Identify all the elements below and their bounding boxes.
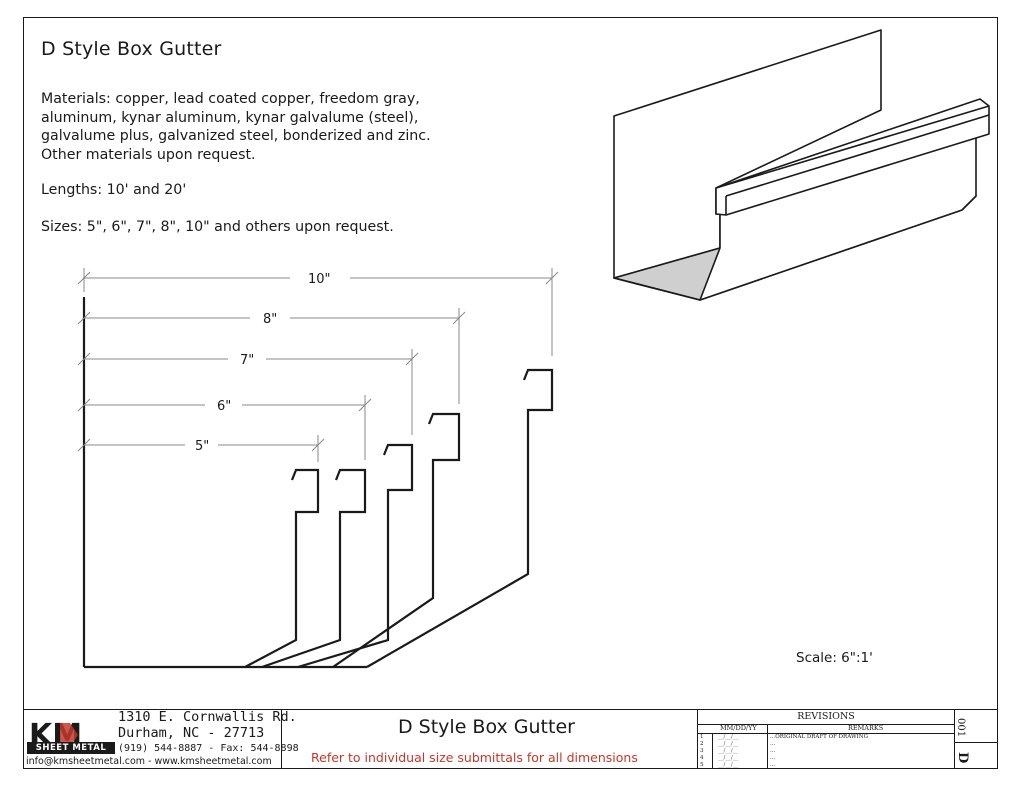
drawing-title: D Style Box Gutter	[398, 716, 575, 738]
materials-line: Materials: copper, lead coated copper, f…	[41, 91, 420, 107]
profile-6in	[261, 468, 367, 669]
revision-remarks: ...	[770, 741, 776, 747]
revision-number: 5	[700, 762, 704, 768]
revision-date: __/__/__	[718, 762, 739, 768]
logo-subtitle: SHEET METAL	[27, 742, 115, 754]
profile-5in	[244, 468, 320, 668]
revision-number: 4	[700, 755, 704, 761]
dimension-label-5in: 5"	[195, 439, 209, 454]
gutter-3d-view	[613, 29, 990, 301]
materials-text: Materials: copper, lead coated copper, f…	[41, 90, 471, 164]
materials-line: galvalume plus, galvanized steel, bonder…	[41, 128, 431, 144]
revision-row: 3 __/__/__ ...	[698, 748, 954, 755]
revisions-columns: MM/DD/YY REMARKS	[698, 724, 954, 733]
profile-8in	[332, 412, 461, 668]
sizes-text: Sizes: 5", 6", 7", 8", 10" and others up…	[41, 219, 394, 235]
title-block-divider	[697, 709, 698, 769]
revisions-heading: REVISIONS	[797, 711, 855, 722]
materials-line: Other materials upon request.	[41, 146, 256, 163]
revision-remarks: ...	[770, 762, 776, 768]
submittal-note: Refer to individual size submittals for …	[311, 750, 638, 765]
column-date: MM/DD/YY	[720, 724, 757, 732]
column-remarks: REMARKS	[848, 724, 884, 732]
revision-date: __/__/__	[718, 755, 739, 761]
revisions-rule	[767, 724, 768, 769]
title-block-divider	[954, 709, 955, 769]
lengths-text: Lengths: 10' and 20'	[41, 182, 187, 198]
title-block-divider	[281, 709, 282, 769]
company-address: 1310 E. Cornwallis Rd. Durham, NC - 2771…	[118, 709, 299, 757]
revision-remarks: ...	[770, 755, 776, 761]
revision-date: __/__/__	[718, 748, 739, 754]
revisions-rule	[697, 733, 954, 734]
profile-7in	[297, 443, 414, 669]
revision-row: 4 __/__/__ ...	[698, 755, 954, 762]
revision-row: 2 __/__/__ ...	[698, 741, 954, 748]
phone-fax: (919) 544-8887 - Fax: 544-8898	[118, 743, 299, 754]
dimension-lines	[77, 268, 559, 462]
revision-date: __/__/__	[718, 734, 739, 740]
page-title: D Style Box Gutter	[41, 38, 222, 60]
profile-10in	[366, 368, 554, 668]
revision-row: 5 __/__/__ ...	[698, 762, 954, 769]
title-block	[23, 709, 998, 769]
revision-row: 1 __/__/__ ...ORIGINAL DRAFT OF DRAWING	[698, 734, 954, 741]
address-line: Durham, NC - 27713	[118, 724, 265, 741]
dimension-label-10in: 10"	[308, 272, 331, 287]
revisions-rule	[712, 733, 713, 769]
revision-number: 1	[700, 734, 704, 740]
title-block-divider	[954, 742, 998, 743]
dimension-label-7in: 7"	[240, 353, 254, 368]
revision-number: 2	[700, 741, 704, 747]
dimension-label-6in: 6"	[217, 399, 231, 414]
sheet-letter: D	[955, 752, 970, 764]
address-line: 1310 E. Cornwallis Rd.	[118, 709, 297, 725]
sheet-number: 001	[955, 718, 966, 738]
revisions-rule	[697, 724, 954, 725]
contact-line: info@kmsheetmetal.com - www.kmsheetmetal…	[26, 756, 272, 767]
materials-line: aluminum, kynar aluminum, kynar galvalum…	[41, 109, 419, 126]
gutter-profiles	[82, 297, 554, 669]
revision-remarks: ...ORIGINAL DRAFT OF DRAWING	[770, 734, 868, 740]
dimension-label-8in: 8"	[263, 312, 277, 327]
scale-label: Scale: 6":1'	[796, 650, 873, 666]
drawing-sheet-border	[23, 17, 998, 769]
revision-remarks: ...	[770, 748, 776, 754]
revision-number: 3	[700, 748, 704, 754]
revision-date: __/__/__	[718, 741, 739, 747]
